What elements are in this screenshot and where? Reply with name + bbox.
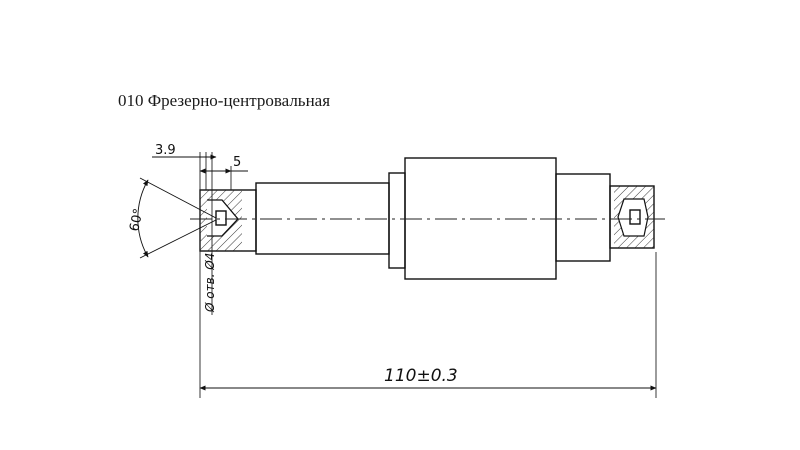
dim-depth-2: 5 — [233, 155, 241, 170]
right-center-hole — [617, 198, 649, 237]
dim-depth-1: 3.9 — [155, 143, 176, 158]
dim-angle: 60° — [127, 207, 146, 233]
left-center-hole-slot — [215, 210, 227, 226]
dim-hole-label: Ø отв. Ø4 — [203, 253, 217, 313]
left-section-hatch — [200, 190, 242, 251]
shaft-journal-right — [555, 173, 611, 262]
right-center-hole-slot — [629, 209, 641, 225]
dim-overall-length: 110±0.3 — [384, 366, 458, 386]
shaft-shoulder-left — [388, 172, 406, 269]
operation-title: 010 Фрезерно-центровальная — [118, 91, 331, 110]
shaft-center-body — [404, 157, 557, 280]
shaft-journal-left — [255, 182, 390, 255]
